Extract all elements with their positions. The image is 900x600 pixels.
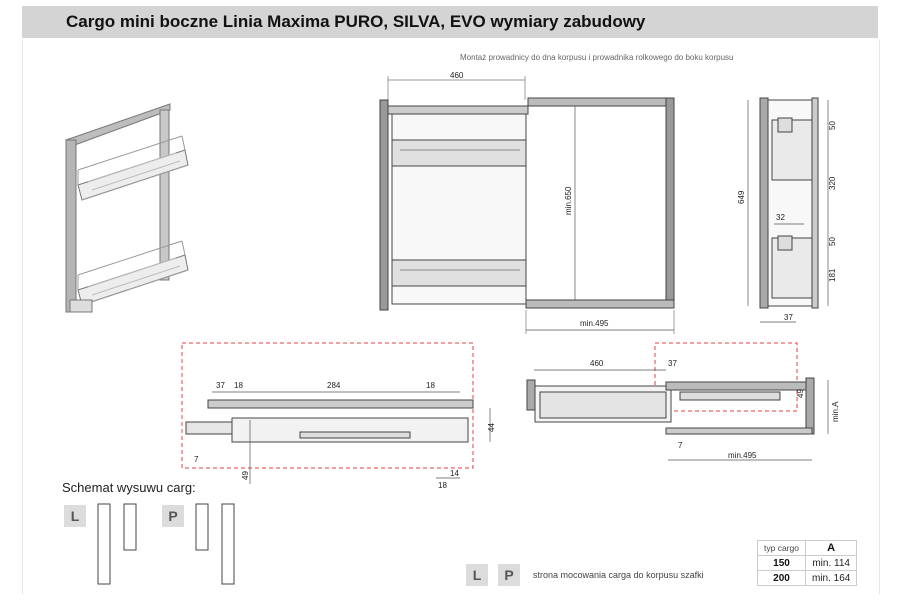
rail-d3-label: 284 <box>327 381 341 390</box>
side-d6-label: 37 <box>784 313 793 322</box>
rail-detail <box>185 391 491 484</box>
rail-d9-label: 18 <box>438 481 447 490</box>
top-width-label: 460 <box>590 359 604 368</box>
content-frame <box>22 40 880 594</box>
front-depth-label: min.495 <box>580 319 609 328</box>
left-badge: L <box>64 505 86 527</box>
side-d1-label: 50 <box>828 121 837 130</box>
legend-text: strona mocowania carga do korpusu szafki <box>533 570 704 580</box>
table-header-type: typ cargo <box>757 540 806 556</box>
side-d3-label: 32 <box>776 213 785 222</box>
table-header-a: A <box>804 540 858 556</box>
product-illustration <box>65 103 189 313</box>
top-d2-label: 49 <box>796 389 805 398</box>
rail-d5-label: 44 <box>487 423 496 432</box>
table-row: 150 min. 114 <box>757 555 858 571</box>
side-d5-label: 181 <box>828 268 837 282</box>
cargo-table: typ cargo A 150 min. 114 200 min. 164 <box>757 540 858 586</box>
side-d2-label: 320 <box>828 176 837 190</box>
rail-d2-label: 18 <box>234 381 243 390</box>
mounting-note: Montaż prowadnicy do dna korpusu i prowa… <box>460 53 734 62</box>
rail-d6-label: 7 <box>194 455 199 464</box>
table-cell-type: 150 <box>757 555 806 571</box>
rail-d8-label: 14 <box>450 469 459 478</box>
front-width-label: 460 <box>450 71 464 80</box>
title-bar: Cargo mini boczne Linia Maxima PURO, SIL… <box>22 6 878 38</box>
legend-left-badge: L <box>466 564 488 586</box>
side-total-label: 649 <box>737 190 746 204</box>
front-view <box>379 76 675 334</box>
top-depth-label: min.495 <box>728 451 757 460</box>
top-d1-label: 37 <box>668 359 677 368</box>
table-row: 200 min. 164 <box>757 570 858 586</box>
right-badge: P <box>162 505 184 527</box>
page-title: Cargo mini boczne Linia Maxima PURO, SIL… <box>66 12 646 31</box>
side-d4-label: 50 <box>828 237 837 246</box>
top-detail-frame <box>654 342 798 412</box>
rail-d4-label: 18 <box>426 381 435 390</box>
table-cell-a: min. 164 <box>804 570 858 586</box>
rail-d7-label: 49 <box>241 471 250 480</box>
schemat-label: Schemat wysuwu carg: <box>62 480 196 495</box>
side-view <box>747 97 829 323</box>
top-d3-label: 7 <box>678 441 683 450</box>
pullout-schema <box>97 503 235 585</box>
front-height-label: min.650 <box>564 186 573 215</box>
rail-d1-label: 37 <box>216 381 225 390</box>
table-header-row: typ cargo A <box>757 540 858 556</box>
top-side-label: min.A <box>831 401 840 422</box>
legend-right-badge: P <box>498 564 520 586</box>
table-cell-type: 200 <box>757 570 806 586</box>
top-view <box>526 369 829 461</box>
table-cell-a: min. 114 <box>804 555 858 571</box>
